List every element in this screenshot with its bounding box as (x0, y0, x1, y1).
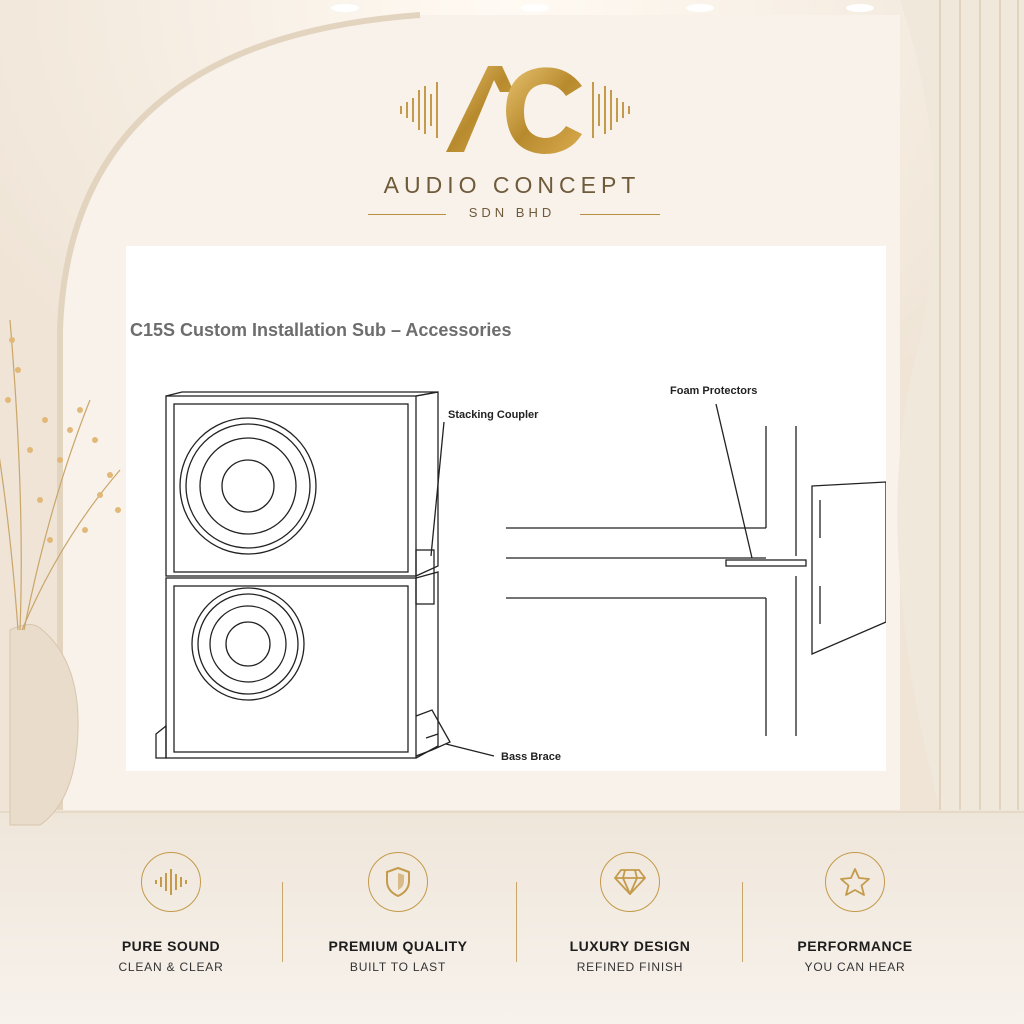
star-icon (825, 852, 885, 912)
feature-title: PREMIUM QUALITY (328, 938, 468, 954)
diagram-drawing (155, 391, 886, 759)
feature-subtitle: BUILT TO LAST (349, 960, 447, 974)
ac-logo-mark (400, 66, 630, 154)
callout-stacking-coupler: Stacking Coupler (448, 409, 539, 421)
feature-title: PERFORMANCE (797, 938, 913, 954)
feature-pure-sound: PURE SOUND CLEAN & CLEAR (56, 840, 286, 974)
feature-subtitle: REFINED FINISH (576, 960, 684, 974)
feature-title: PURE SOUND (121, 938, 221, 954)
feature-divider (516, 882, 517, 962)
feature-subtitle: YOU CAN HEAR (804, 960, 906, 974)
callout-bass-brace: Bass Brace (501, 751, 561, 763)
feature-subtitle: CLEAN & CLEAR (118, 960, 224, 974)
feature-performance: PERFORMANCE YOU CAN HEAR (740, 840, 970, 974)
shield-icon (368, 852, 428, 912)
accessories-diagram: C15S Custom Installation Sub – Accessori… (126, 246, 886, 771)
brand-logo: AUDIO CONCEPT SDN BHD (0, 0, 1024, 240)
subtitle-rule-right (580, 214, 660, 215)
callout-foam-protectors: Foam Protectors (670, 385, 758, 397)
brand-name: AUDIO CONCEPT (383, 172, 641, 198)
diamond-icon (600, 852, 660, 912)
feature-divider (282, 882, 283, 962)
subtitle-rule-left (368, 214, 446, 215)
brand-subtitle: SDN BHD (468, 205, 556, 220)
sound-wave-icon (141, 852, 201, 912)
feature-premium-quality: PREMIUM QUALITY BUILT TO LAST (283, 840, 513, 974)
feature-luxury-design: LUXURY DESIGN REFINED FINISH (515, 840, 745, 974)
diagram-title: C15S Custom Installation Sub – Accessori… (130, 320, 512, 340)
feature-divider (742, 882, 743, 962)
feature-row: PURE SOUND CLEAN & CLEAR PREMIUM QUALITY… (0, 840, 1024, 990)
feature-title: LUXURY DESIGN (569, 938, 691, 954)
